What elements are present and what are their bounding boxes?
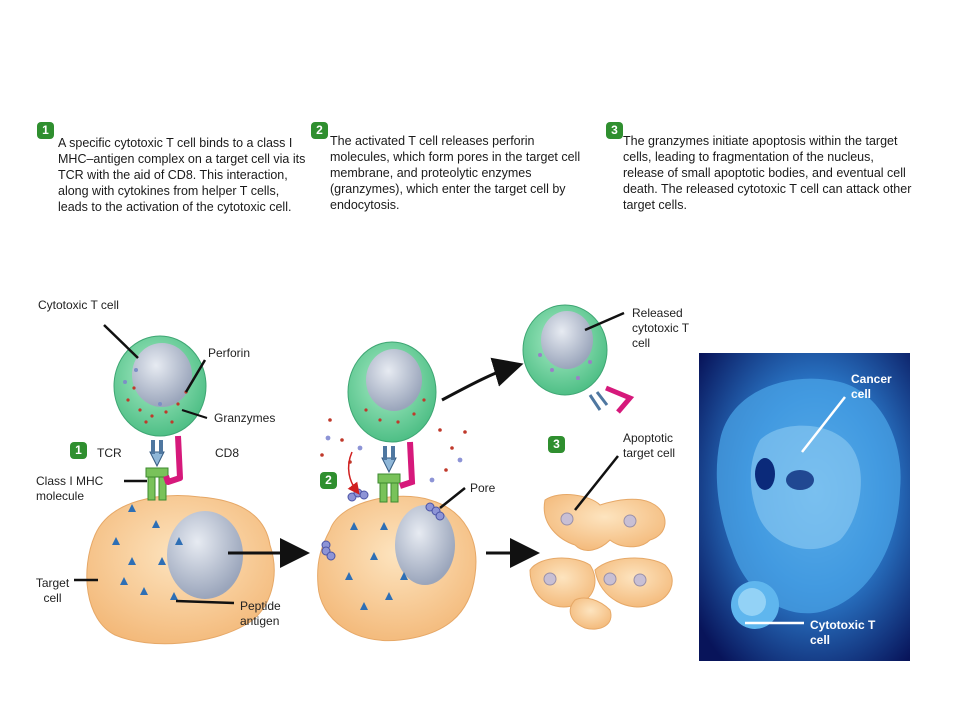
label-target-cell: Target cell <box>35 576 70 605</box>
label-cancer-cell: Cancer cell <box>851 372 892 401</box>
tcr-1 <box>149 440 165 468</box>
perforin-1 <box>123 368 162 406</box>
micrograph-photo <box>699 353 910 661</box>
label-class-mhc: Class I MHC molecule <box>36 474 104 503</box>
target-nucleus-1 <box>167 511 243 599</box>
step-2-badge: 2 <box>311 122 328 139</box>
pores <box>321 488 445 561</box>
label-perforin: Perforin <box>208 346 251 360</box>
target-nucleus-2 <box>395 505 455 585</box>
peptide-antigens-2 <box>345 522 408 610</box>
granzymes-1 <box>126 386 188 424</box>
diagram-step-3-badge: 3 <box>553 437 560 451</box>
label-cytotoxic-t-cell: Cytotoxic T cell <box>38 298 119 312</box>
label-released-t-cell: Released cytotoxic T cell <box>632 306 689 350</box>
label-tcr: TCR <box>97 446 122 460</box>
step-3-text: The granzymes initiate apoptosis within … <box>623 134 912 212</box>
label-peptide-antigen: Peptide antigen <box>240 599 281 628</box>
label-apoptotic-target-cell: Apoptotic target cell <box>623 431 676 460</box>
t-nucleus-1 <box>132 343 192 407</box>
arrow-release <box>441 357 524 402</box>
step-1-badge: 1 <box>37 122 54 139</box>
step-2-text: The activated T cell releases perforin m… <box>330 134 581 212</box>
diagram-step-2-badge: 2 <box>325 473 332 487</box>
mhc-molecule-1 <box>145 467 169 501</box>
target-cell-2 <box>317 495 477 642</box>
cd8-1 <box>163 435 183 485</box>
panel-2 <box>317 341 477 642</box>
panel-1 <box>74 324 275 645</box>
panel-3 <box>522 304 673 630</box>
label-photo-t-cell: Cytotoxic T cell <box>810 618 876 647</box>
step-1-text: A specific cytotoxic T cell binds to a c… <box>58 136 306 214</box>
label-granzymes: Granzymes <box>214 411 276 425</box>
label-pore: Pore <box>470 481 496 495</box>
label-cd8: CD8 <box>215 446 240 460</box>
peptide-antigens-1 <box>112 504 183 600</box>
step-3-badge: 3 <box>606 122 623 139</box>
diagram-step-1-badge: 1 <box>70 442 87 459</box>
apoptotic-fragments <box>529 494 673 630</box>
